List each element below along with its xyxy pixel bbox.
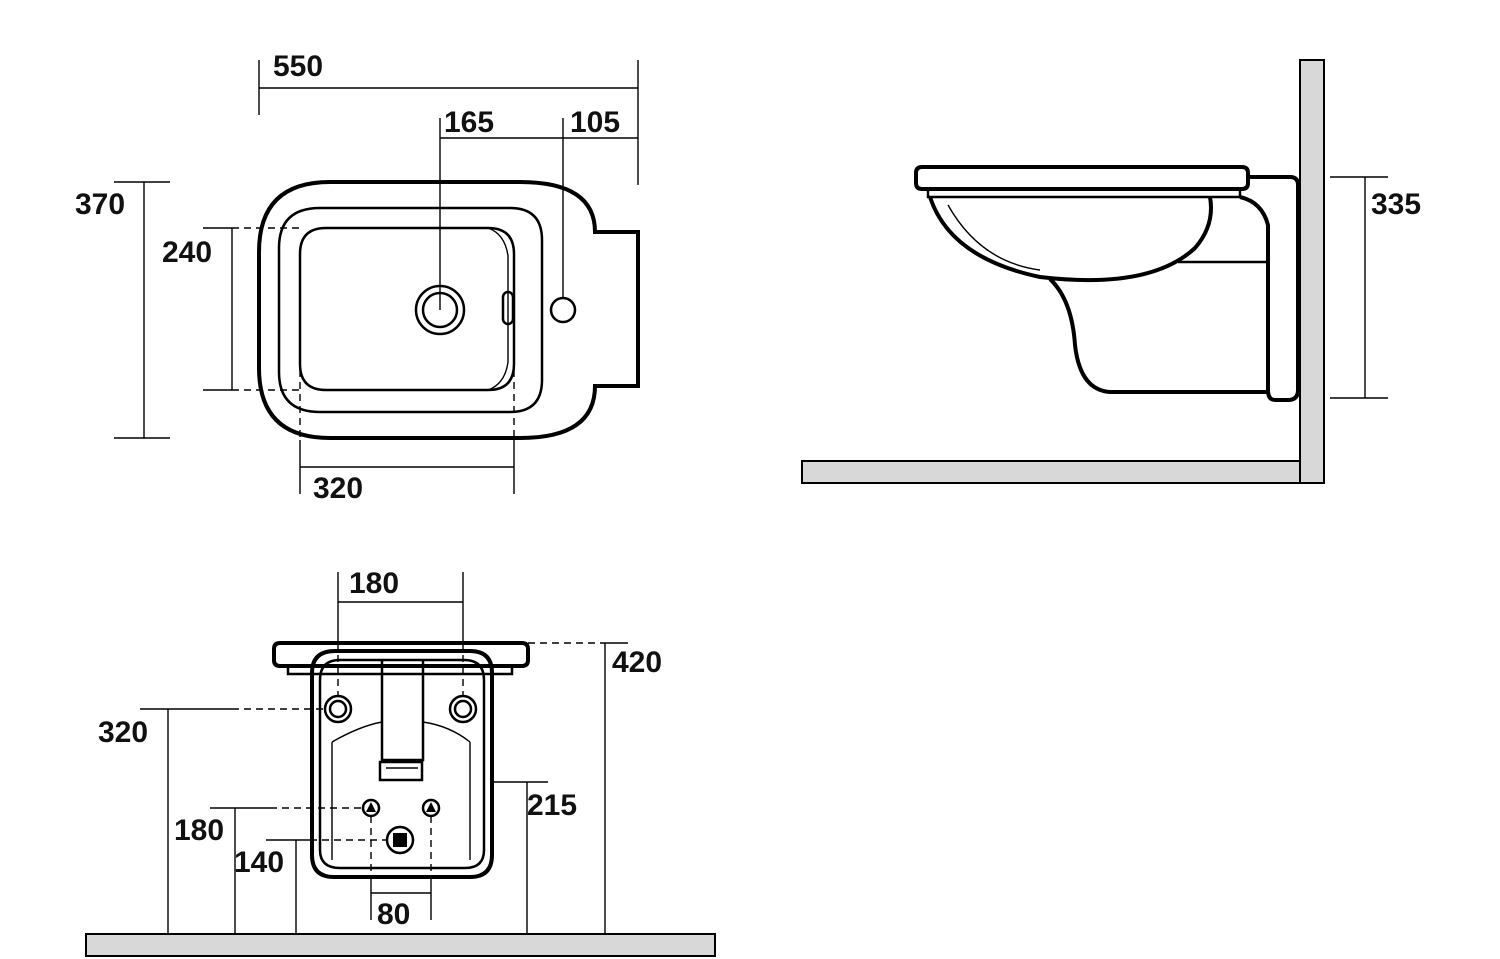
overflow-slot [501, 290, 515, 326]
fixing-hole-right-inner [453, 699, 473, 719]
front-shroud [380, 660, 425, 762]
dim-bowl-width: 320 [313, 472, 363, 505]
waste-square-icon [393, 833, 407, 847]
side-rim-lower [926, 187, 1242, 199]
front-floor [85, 933, 716, 957]
front-body-inner [318, 658, 486, 870]
top-view-bowl-shadow [487, 227, 509, 391]
side-bowl-inner [947, 204, 1041, 271]
top-view-rim [277, 206, 544, 414]
side-lower-body [1048, 277, 1268, 394]
dim-fixing-spacing: 180 [349, 567, 399, 600]
dim-waste-height: 140 [234, 846, 284, 879]
dim-water-inlet-height: 180 [174, 814, 224, 847]
front-rim [272, 641, 530, 668]
front-contour [422, 721, 471, 743]
dim-side-height: 335 [1371, 188, 1421, 221]
dim-bowl-depth: 240 [162, 236, 212, 269]
front-contour [331, 721, 383, 743]
front-rim-lower [286, 664, 514, 676]
side-bowl [928, 196, 1213, 283]
top-view-bowl [298, 226, 516, 392]
inlet-arrow-icon [426, 802, 436, 812]
dim-fixing-height: 320 [98, 716, 148, 749]
side-rim [914, 165, 1250, 191]
fixing-hole-left-inner [328, 699, 348, 719]
dim-tap-hole-to-back: 105 [570, 106, 620, 139]
side-floor [801, 460, 1301, 484]
tap-hole [549, 296, 577, 324]
dim-outlet-to-back: 165 [444, 106, 494, 139]
front-body [310, 649, 494, 879]
dim-inlet-spacing: 80 [377, 898, 410, 931]
side-view: 335 [801, 59, 1421, 484]
dim-overall-depth: 370 [75, 188, 125, 221]
top-view: 550 165 105 370 240 320 [75, 50, 640, 505]
wall [1299, 59, 1325, 484]
side-back-bracket [1239, 175, 1300, 402]
dim-overall-width: 550 [273, 50, 323, 83]
front-view: 180 420 320 215 180 140 80 [85, 567, 716, 957]
dim-rim-height: 420 [612, 646, 662, 679]
dim-drain-height: 215 [527, 789, 577, 822]
inlet-arrow-icon [366, 802, 376, 812]
front-shroud-base [378, 760, 424, 782]
top-view-outline [257, 180, 640, 440]
